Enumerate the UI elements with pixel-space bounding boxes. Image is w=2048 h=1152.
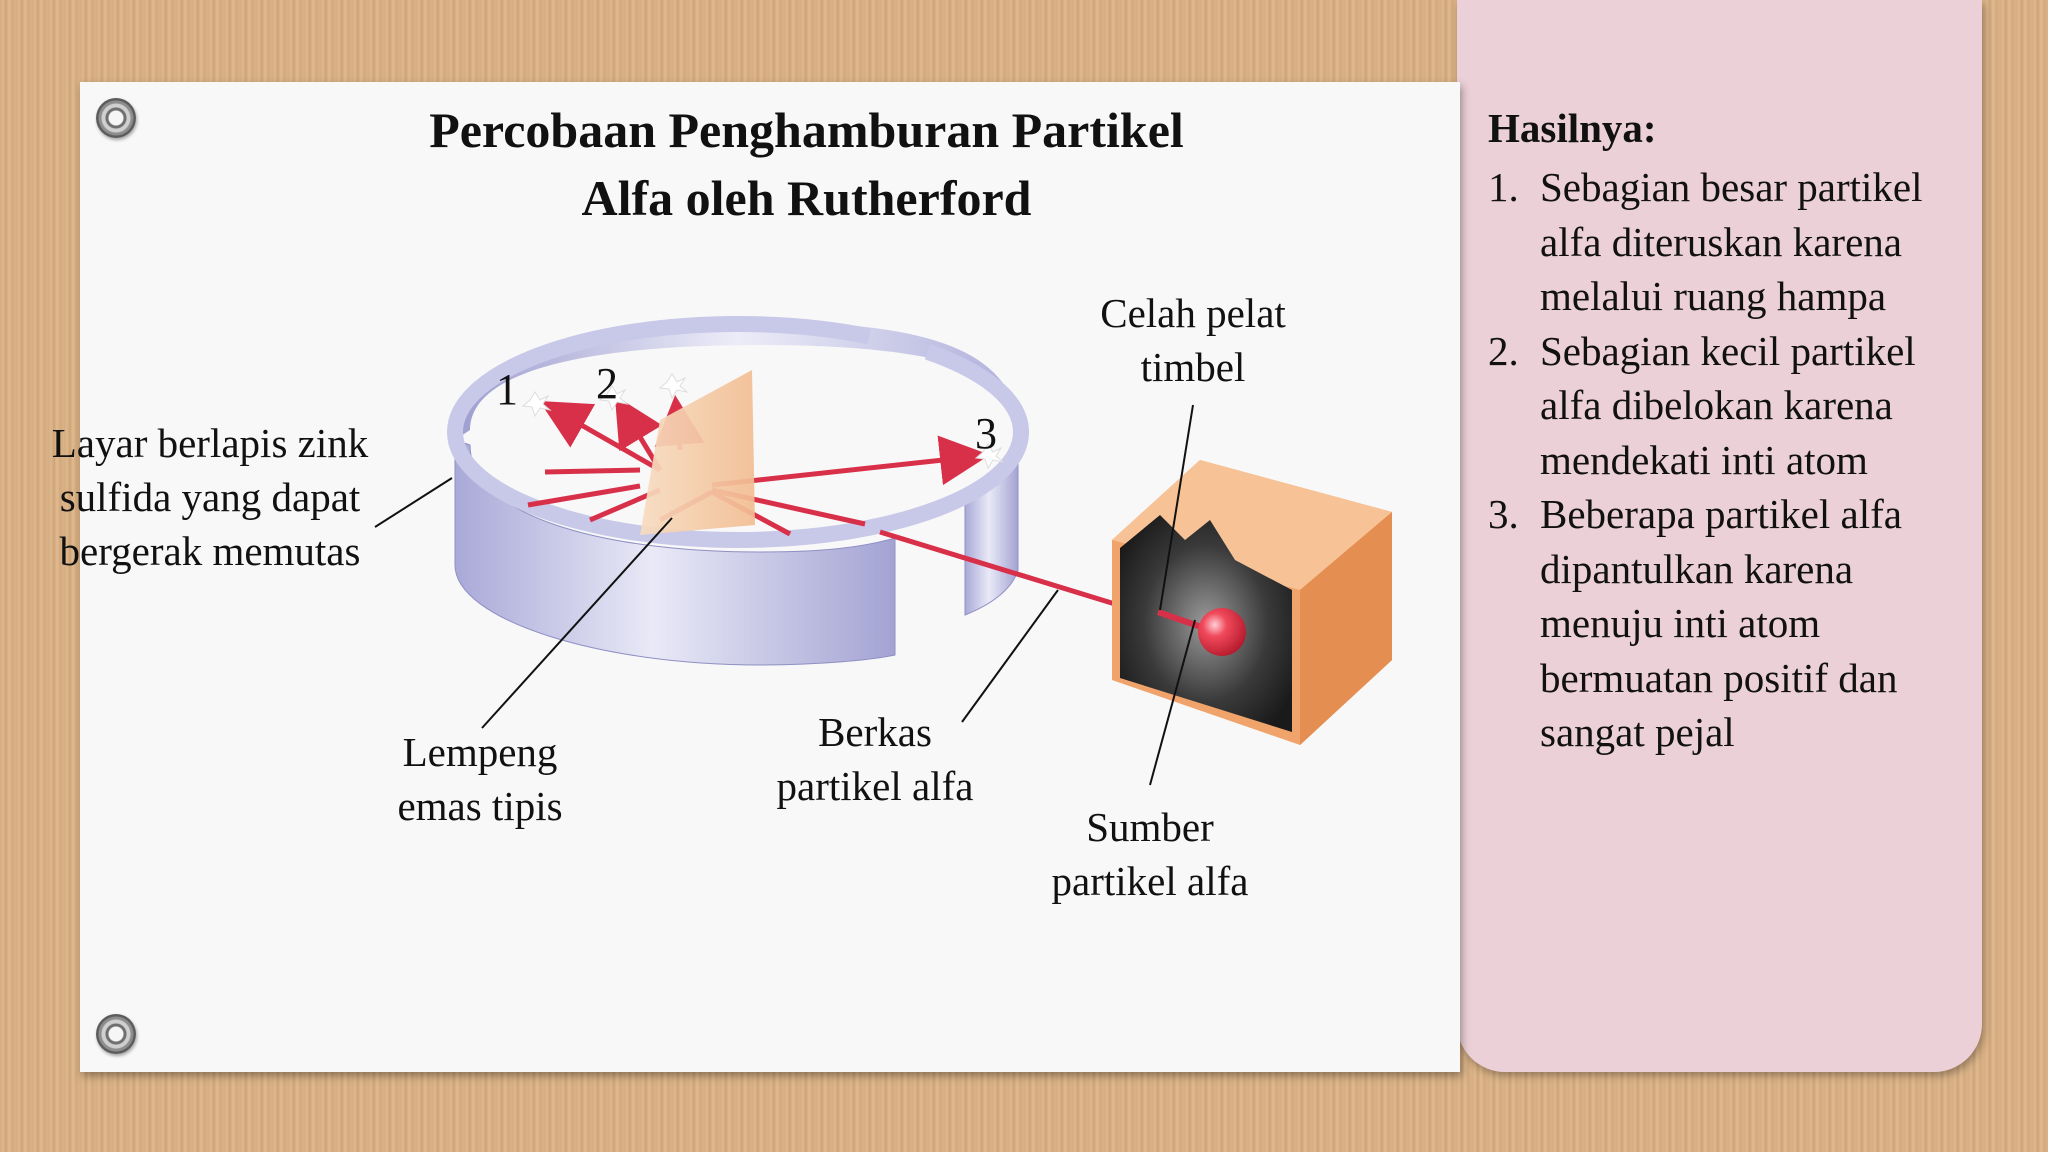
- results-heading: Hasilnya:: [1488, 105, 1657, 151]
- screen-ring-front: [454, 439, 896, 666]
- result-item-1: 1. Sebagian besar partikel alfa diterusk…: [1488, 160, 1968, 324]
- result-item-3-line-1: Beberapa partikel alfa: [1540, 491, 1902, 537]
- label-source-line-1: Sumber: [1086, 804, 1214, 850]
- result-item-2-line-1: Sebagian kecil partikel: [1540, 327, 1916, 374]
- result-item-1-line-3: melalui ruang hampa: [1540, 273, 1887, 319]
- result-item-2-number: 2.: [1488, 327, 1519, 374]
- result-item-1-number: 1.: [1488, 164, 1519, 210]
- lead-box: [1112, 460, 1392, 745]
- results-panel: [1457, 0, 1982, 1072]
- label-source-line-2: partikel alfa: [1051, 858, 1249, 904]
- marker-3: 3: [975, 409, 997, 458]
- slide-title: Percobaan Penghamburan Partikel Alfa ole…: [0, 96, 1613, 232]
- alpha-source-ball: [1198, 608, 1246, 656]
- label-slit-line-1: Celah pelat: [1100, 290, 1286, 336]
- result-item-1-line-1: Sebagian besar partikel: [1540, 164, 1923, 210]
- result-item-3-number: 3.: [1488, 491, 1519, 537]
- flash-icons: [521, 373, 1005, 470]
- label-source: Sumber partikel alfa: [1035, 800, 1265, 908]
- result-item-2-line-2: alfa dibelokan karena: [1540, 382, 1893, 428]
- label-gold-foil-line-1: Lempeng: [402, 729, 558, 775]
- result-item-3-line-2: dipantulkan karena: [1540, 545, 1854, 592]
- results-list: 1. Sebagian besar partikel alfa diterusk…: [1488, 160, 1968, 760]
- label-screen-line-1: Layar berlapis zink: [51, 420, 369, 466]
- leader-lines: [374, 404, 1196, 786]
- grommet-icon-top: [96, 98, 136, 138]
- label-screen: Layar berlapis zink sulfida yang dapat b…: [40, 416, 380, 578]
- screen-ring-rim: [447, 316, 1029, 548]
- result-item-3: 3. Beberapa partikel alfa dipantulkan ka…: [1488, 487, 1968, 760]
- result-item-2: 2. Sebagian kecil partikel alfa dibeloka…: [1488, 324, 1968, 488]
- label-beam-line-2: partikel alfa: [776, 763, 974, 809]
- result-item-2-line-3: mendekati inti atom: [1540, 436, 1868, 483]
- result-item-3-line-5: sangat pejal: [1540, 709, 1735, 755]
- screen-ring-back: [455, 322, 1020, 440]
- label-slit-line-2: timbel: [1140, 344, 1246, 390]
- result-item-1-line-2: alfa diteruskan karena: [1540, 218, 1902, 265]
- label-screen-line-3: bergerak memutas: [59, 528, 361, 574]
- grommet-icon-bottom: [96, 1014, 136, 1054]
- title-line-1: Percobaan Penghamburan Partikel: [429, 102, 1184, 158]
- marker-2: 2: [596, 359, 618, 408]
- gold-foil: [640, 370, 755, 535]
- label-gold-foil: Lempeng emas tipis: [370, 725, 590, 833]
- result-item-3-line-3: menuju inti atom: [1540, 600, 1821, 646]
- label-gold-foil-line-2: emas tipis: [397, 783, 563, 829]
- alpha-beam: [879, 529, 1116, 607]
- label-beam-line-1: Berkas: [818, 709, 932, 755]
- label-slit: Celah pelat timbel: [1083, 286, 1303, 394]
- label-beam: Berkas partikel alfa: [760, 705, 990, 813]
- marker-1: 1: [496, 365, 518, 414]
- label-screen-line-2: sulfida yang dapat: [59, 474, 361, 520]
- title-line-2: Alfa oleh Rutherford: [581, 170, 1032, 226]
- result-item-3-line-4: bermuatan positif dan: [1540, 654, 1898, 701]
